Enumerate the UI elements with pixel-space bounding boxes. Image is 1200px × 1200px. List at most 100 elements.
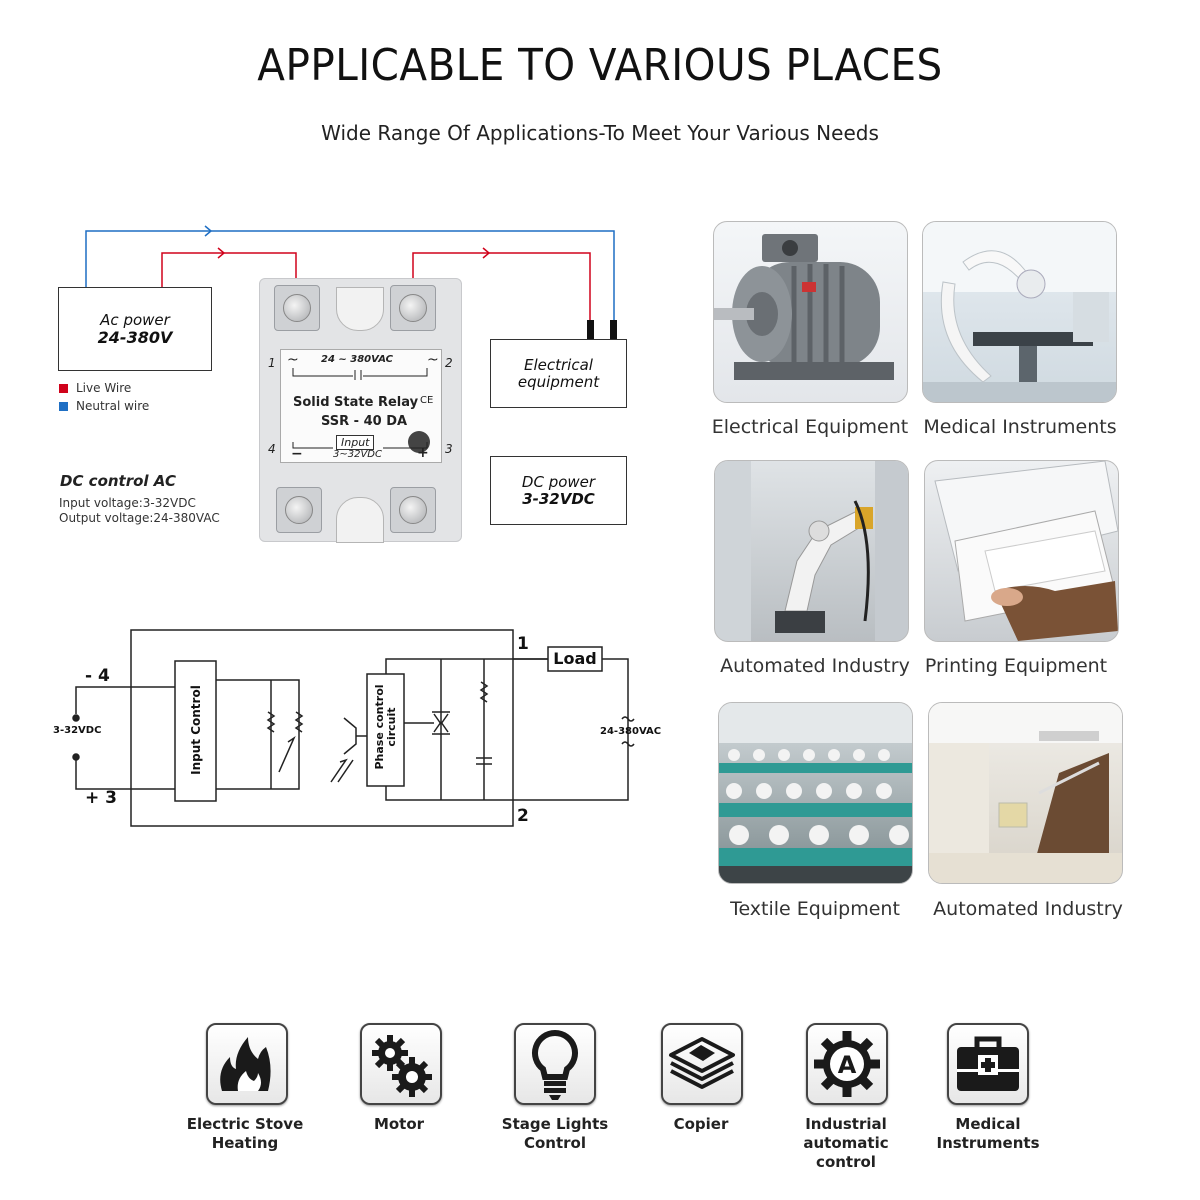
label-stage-lights-line-2: Control [523, 1134, 586, 1152]
ac-source-symbol [621, 716, 635, 747]
label-electric-stove-line-1: Electric Stove [186, 1115, 304, 1133]
mounting-slot-bottom [336, 497, 384, 543]
solid-state-relay: 1 ~ 24 ~ 380VAC ~ 2 Solid State Relay CE… [259, 278, 462, 543]
dc-power-range: 3-32VDC [522, 489, 595, 508]
caption-medical-instruments: Medical Instruments [923, 416, 1117, 438]
schematic-vac: 24-380VAC [600, 726, 662, 737]
ac-power-label: Ac power [100, 311, 170, 329]
plug-pin-neutral [610, 320, 617, 340]
output-voltage-text: Output voltage:24-380VAC [59, 511, 220, 525]
relay-tilde-left: ~ [287, 352, 299, 368]
label-industrial-line-3: control [816, 1153, 876, 1171]
page-title: APPLICABLE TO VARIOUS PLACES [257, 40, 943, 91]
medical-room-illustration [923, 222, 1116, 402]
relay-pin-1: 1 [268, 356, 276, 370]
live-wire-left [161, 252, 297, 287]
relay-pin-2: 2 [445, 356, 453, 370]
building-photo [928, 702, 1123, 884]
label-industrial-control: Industrial automatic control [771, 1115, 921, 1172]
medical-kit-icon [947, 1023, 1029, 1105]
internal-schematic [72, 629, 635, 827]
relay-name: Solid State Relay [293, 395, 419, 410]
schematic-terminal-1: 1 [517, 634, 529, 654]
ac-power-box: Ac power 24-380V [58, 287, 212, 371]
relay-ce-mark: CE [420, 395, 434, 406]
textile-photo [718, 702, 913, 884]
relay-output-symbol [292, 368, 428, 380]
phototransistor [343, 717, 357, 755]
live-arrow-left [217, 247, 226, 259]
dc-power-box: DC power 3-32VDC [490, 456, 627, 525]
neutral-wire [85, 230, 615, 322]
flame-icon [206, 1023, 288, 1105]
relay-tilde-right: ~ [427, 352, 439, 368]
relay-model: SSR - 40 DA [321, 414, 408, 429]
output-bottom-rail [385, 658, 629, 801]
dc-control-title: DC control AC [60, 472, 176, 490]
dc-terminal-minus [72, 714, 80, 722]
lightbulb-icon [514, 1023, 596, 1105]
copier-illustration [934, 461, 1118, 641]
screw-terminal-1 [274, 285, 320, 331]
snubber-capacitor [476, 757, 492, 765]
automation-gear-icon: A [806, 1023, 888, 1105]
light-arrow [330, 758, 348, 783]
electrical-equipment-box: Electrical equipment [490, 339, 627, 408]
relay-label-face: 1 ~ 24 ~ 380VAC ~ 2 Solid State Relay CE… [268, 349, 453, 463]
dc-power-label: DC power [521, 472, 596, 491]
label-motor: Motor [324, 1115, 474, 1134]
phase-control-block [366, 673, 405, 787]
input-voltage-text: Input voltage:3-32VDC [59, 496, 196, 510]
relay-dc-range: 3~32VDC [333, 449, 382, 460]
robot-photo [714, 460, 909, 642]
relay-minus: − [291, 446, 303, 462]
label-electric-stove-line-2: Heating [211, 1134, 279, 1152]
label-copier-line-1: Copier [673, 1115, 729, 1133]
phase-control-line-2: circuit [385, 707, 398, 747]
neutral-wire-swatch [59, 402, 68, 411]
schematic-vdc: 3-32VDC [53, 725, 102, 736]
label-industrial-line-2: automatic [803, 1134, 889, 1152]
label-medical-line-2: Instruments [936, 1134, 1040, 1152]
opto-loop [216, 679, 300, 790]
phase-control-label: Phase control circuit [373, 682, 398, 772]
robot-illustration [715, 461, 908, 641]
screw-terminal-4 [276, 487, 322, 533]
dc-lead-minus [75, 686, 175, 714]
relay-pin-4: 4 [268, 442, 276, 456]
caption-textile-equipment: Textile Equipment [730, 898, 900, 920]
label-stage-lights: Stage Lights Control [480, 1115, 630, 1153]
ac-power-range: 24-380V [97, 328, 173, 347]
neutral-arrow [204, 225, 213, 237]
relay-outline [130, 629, 514, 827]
schematic-terminal-2: 2 [517, 806, 529, 826]
medical-photo [922, 221, 1117, 403]
motor-photo [713, 221, 908, 403]
caption-automated-industry-2: Automated Industry [933, 898, 1123, 920]
live-wire-label: Live Wire [76, 381, 132, 395]
label-medical-line-1: Medical [955, 1115, 1021, 1133]
label-copier: Copier [626, 1115, 776, 1134]
label-motor-line-1: Motor [373, 1115, 425, 1133]
screw-terminal-2 [390, 285, 436, 331]
input-control-label: Input Control [189, 685, 203, 775]
caption-printing-equipment: Printing Equipment [924, 655, 1108, 677]
label-electric-stove: Electric Stove Heating [170, 1115, 320, 1153]
relay-plus: + [417, 445, 429, 461]
wiring-lines [85, 225, 617, 340]
printer-photo [924, 460, 1119, 642]
dc-terminal-plus [72, 753, 80, 761]
opto-led-1 [266, 711, 276, 733]
plug-pin-live [587, 320, 594, 340]
load-block [547, 646, 603, 672]
label-stage-lights-line-1: Stage Lights [501, 1115, 609, 1133]
output-top-rail [385, 658, 548, 674]
input-control-block [174, 660, 217, 802]
label-industrial-line-1: Industrial [805, 1115, 887, 1133]
triac-symbol [432, 711, 450, 735]
schematic-minus-4: - 4 [85, 666, 110, 686]
relay-input-symbol [292, 442, 428, 449]
relay-input-label: Input [336, 435, 375, 450]
relay-ac-range: 24 ~ 380VAC [321, 354, 393, 365]
dc-lead-plus [75, 760, 175, 790]
